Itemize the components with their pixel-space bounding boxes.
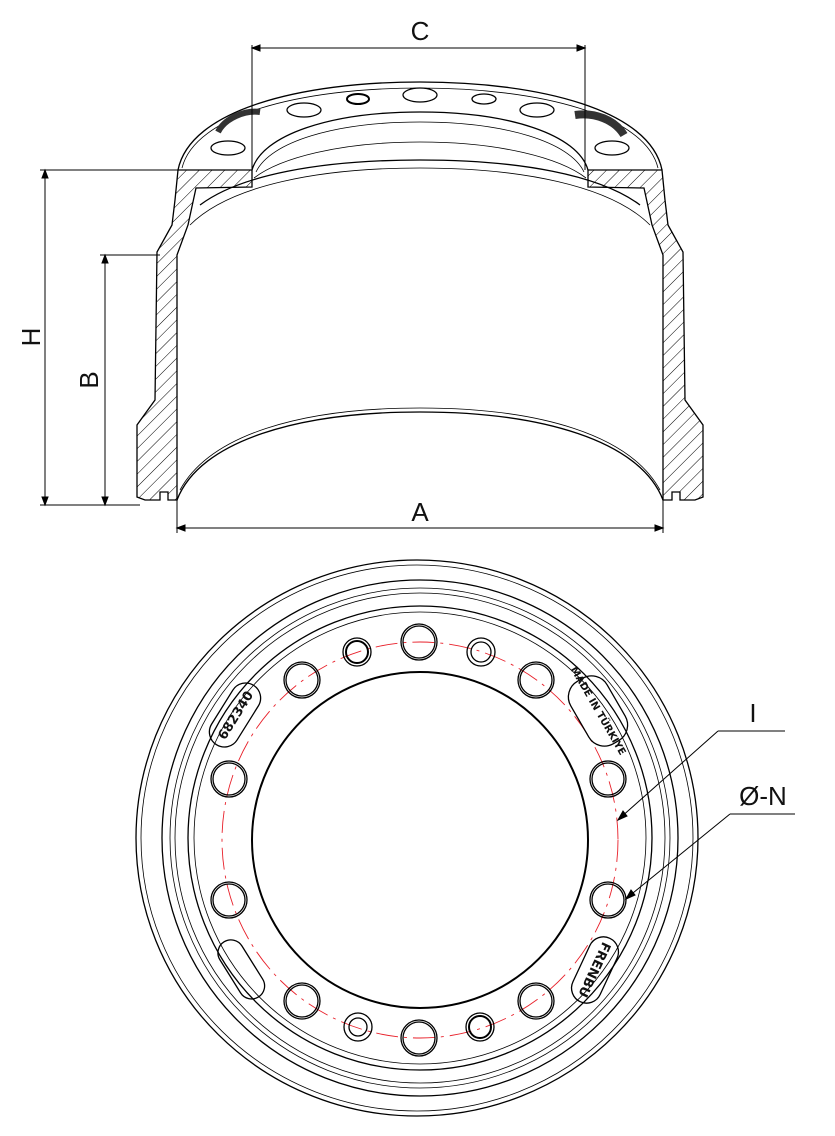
dimension-label-h: H xyxy=(16,328,46,347)
right-wall-section xyxy=(587,169,704,501)
bolt-holes xyxy=(210,623,627,1057)
brand-plate xyxy=(570,936,620,1004)
leader-lines xyxy=(616,730,795,901)
front-view xyxy=(135,559,699,1117)
label-diameter-n: Ø-N xyxy=(739,781,787,811)
threaded-holes xyxy=(342,637,496,1042)
origin-plate-side xyxy=(574,110,628,138)
side-section-view xyxy=(136,81,704,501)
origin-plate xyxy=(567,675,629,747)
inspection-slot xyxy=(217,939,266,1000)
drum-top-outer-arc xyxy=(177,81,663,171)
label-i: I xyxy=(749,698,756,728)
drum-recess-arc xyxy=(251,111,589,171)
top-bolt-holes xyxy=(210,87,630,156)
brand-marking: FRENBU xyxy=(574,939,613,999)
dimension-lines xyxy=(40,44,665,533)
dimension-label-b: B xyxy=(74,371,104,388)
dimension-label-c: C xyxy=(411,16,430,46)
part-number-plate xyxy=(208,682,262,748)
part-number-plate-side xyxy=(215,108,261,134)
bolt-circle xyxy=(221,641,619,1039)
center-bore xyxy=(251,671,589,1009)
drum-open-end-arc xyxy=(176,411,664,501)
left-wall-section xyxy=(136,169,253,501)
dimension-label-a: A xyxy=(411,497,429,527)
